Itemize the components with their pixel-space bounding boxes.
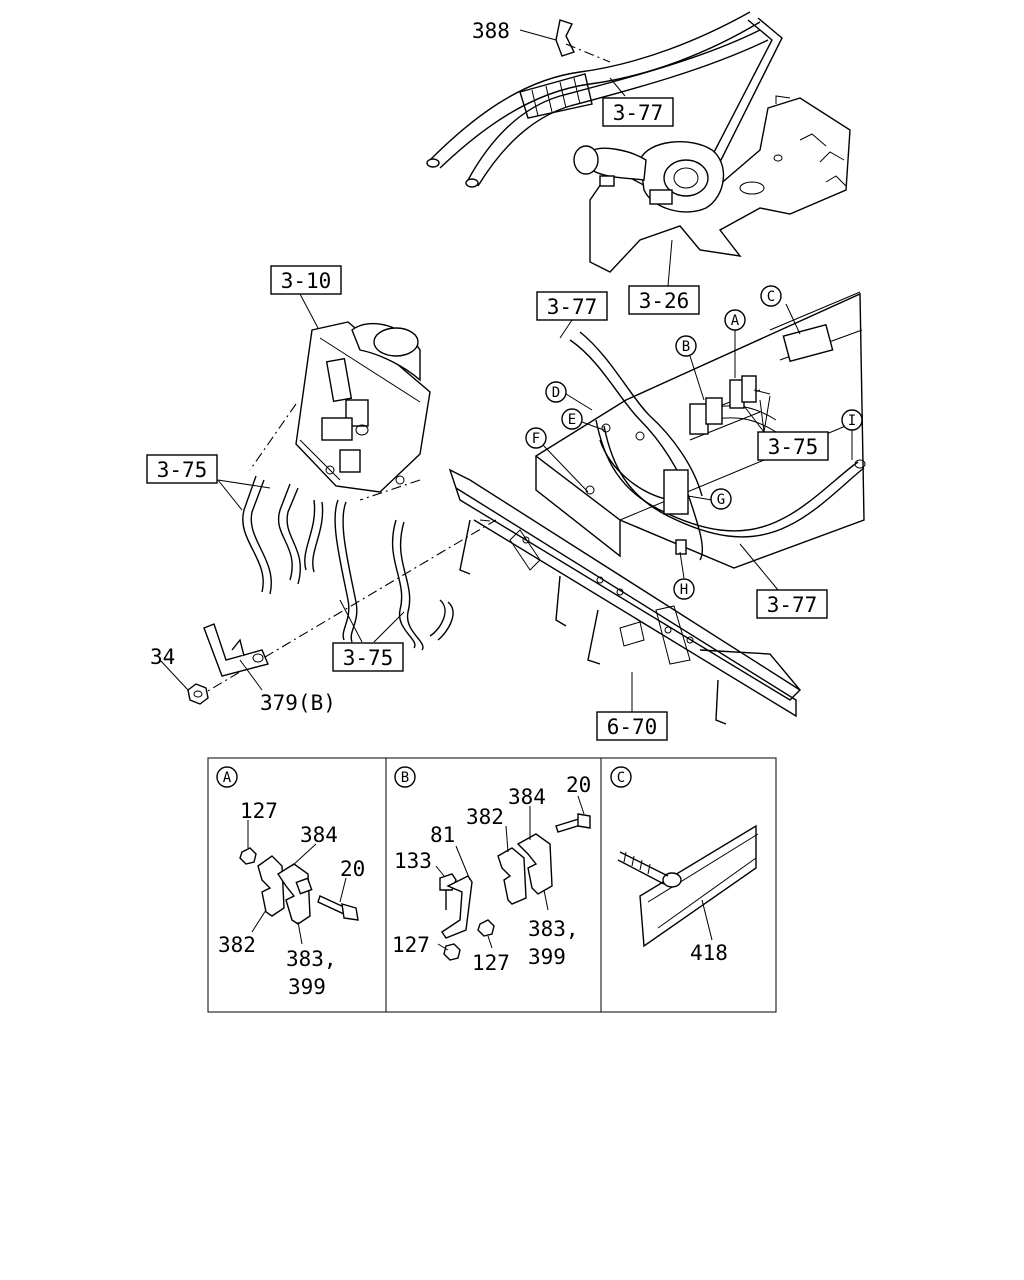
svg-text:133: 133 bbox=[394, 849, 432, 873]
callout-f[interactable]: F bbox=[525, 427, 547, 449]
svg-text:A: A bbox=[731, 313, 740, 329]
part-388 bbox=[519, 19, 611, 63]
panel-b: B 384 20 382 81 133 127 127 383, bbox=[392, 766, 591, 975]
detail-panels: A 127 384 20 382 383, 399 B bbox=[207, 757, 777, 1013]
svg-text:3-77: 3-77 bbox=[547, 295, 598, 319]
center-line bbox=[195, 519, 497, 699]
svg-text:G: G bbox=[717, 492, 725, 508]
panel-a: A 127 384 20 382 383, 399 bbox=[216, 766, 365, 999]
svg-text:379(B): 379(B) bbox=[260, 691, 336, 715]
svg-text:127: 127 bbox=[240, 799, 278, 823]
callout-i[interactable]: I bbox=[841, 409, 863, 431]
svg-text:D: D bbox=[552, 385, 560, 401]
callout-h[interactable]: H bbox=[673, 578, 695, 600]
svg-text:382: 382 bbox=[218, 933, 256, 957]
chassis-frame bbox=[448, 291, 866, 725]
ref-3-10[interactable]: 3-10 bbox=[270, 265, 342, 295]
svg-text:F: F bbox=[532, 431, 540, 447]
panel-c: C 418 bbox=[610, 766, 759, 965]
svg-text:C: C bbox=[767, 289, 775, 305]
svg-text:3-77: 3-77 bbox=[767, 593, 818, 617]
svg-text:3-26: 3-26 bbox=[639, 289, 690, 313]
svg-text:3-75: 3-75 bbox=[157, 458, 208, 482]
ref-3-77-mid[interactable]: 3-77 bbox=[536, 291, 608, 321]
leader-lines bbox=[159, 77, 853, 712]
callout-a[interactable]: A bbox=[724, 309, 746, 331]
svg-text:20: 20 bbox=[340, 857, 365, 881]
top-labels: 388 34 379(B) bbox=[150, 19, 510, 715]
ref-3-77-bottom[interactable]: 3-77 bbox=[756, 589, 828, 619]
svg-text:383,: 383, bbox=[286, 947, 337, 971]
top-hose-assembly bbox=[426, 11, 851, 273]
svg-text:E: E bbox=[568, 412, 576, 428]
svg-text:418: 418 bbox=[690, 941, 728, 965]
reference-boxes: 3-77 3-26 3-10 3-77 3-75 3-75 3-77 3-75 bbox=[146, 97, 829, 741]
ref-6-70[interactable]: 6-70 bbox=[596, 711, 668, 741]
circle-callouts: A B C D E F G H bbox=[525, 285, 863, 600]
nut-34 bbox=[187, 683, 209, 705]
svg-text:399: 399 bbox=[528, 945, 566, 969]
svg-text:I: I bbox=[848, 413, 856, 429]
callout-e[interactable]: E bbox=[561, 408, 583, 430]
svg-text:B: B bbox=[401, 770, 409, 786]
svg-text:383,: 383, bbox=[528, 917, 579, 941]
ref-3-75-left[interactable]: 3-75 bbox=[146, 454, 218, 484]
svg-text:81: 81 bbox=[430, 823, 455, 847]
svg-text:127: 127 bbox=[392, 933, 430, 957]
callout-g[interactable]: G bbox=[710, 488, 732, 510]
callout-c[interactable]: C bbox=[760, 285, 782, 307]
svg-text:6-70: 6-70 bbox=[607, 715, 658, 739]
svg-text:H: H bbox=[680, 582, 688, 598]
svg-text:3-75: 3-75 bbox=[343, 646, 394, 670]
svg-text:3-77: 3-77 bbox=[613, 101, 664, 125]
svg-text:A: A bbox=[223, 770, 232, 786]
svg-text:382: 382 bbox=[466, 805, 504, 829]
ref-3-75-bottom[interactable]: 3-75 bbox=[332, 642, 404, 672]
svg-text:C: C bbox=[617, 770, 625, 786]
svg-text:20: 20 bbox=[566, 773, 591, 797]
ref-3-26[interactable]: 3-26 bbox=[628, 285, 700, 315]
callout-b[interactable]: B bbox=[675, 335, 697, 357]
svg-text:384: 384 bbox=[300, 823, 338, 847]
svg-text:384: 384 bbox=[508, 785, 546, 809]
svg-text:34: 34 bbox=[150, 645, 175, 669]
left-valve-assembly bbox=[295, 321, 431, 493]
ref-3-77-top[interactable]: 3-77 bbox=[602, 97, 674, 127]
svg-text:399: 399 bbox=[288, 975, 326, 999]
svg-text:3-10: 3-10 bbox=[281, 269, 332, 293]
svg-text:127: 127 bbox=[472, 951, 510, 975]
callout-d[interactable]: D bbox=[545, 381, 567, 403]
svg-text:388: 388 bbox=[472, 19, 510, 43]
hoses-3-75-left bbox=[242, 403, 454, 651]
ref-3-75-right[interactable]: 3-75 bbox=[757, 431, 829, 461]
bracket-379b bbox=[203, 623, 269, 677]
svg-text:B: B bbox=[682, 339, 690, 355]
svg-text:3-75: 3-75 bbox=[768, 435, 819, 459]
